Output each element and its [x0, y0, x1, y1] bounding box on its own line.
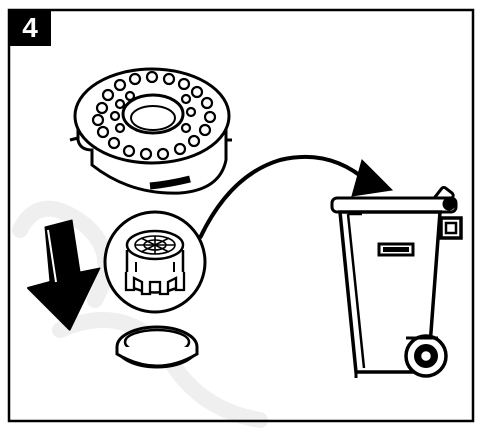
- aerator-insert-icon: [105, 212, 205, 312]
- step-number: 4: [22, 14, 38, 42]
- aerator-housing-icon: [70, 69, 232, 193]
- gasket-ring-icon: [117, 327, 197, 367]
- step-number-badge: 4: [9, 10, 51, 46]
- wheelie-bin-icon: [332, 186, 461, 378]
